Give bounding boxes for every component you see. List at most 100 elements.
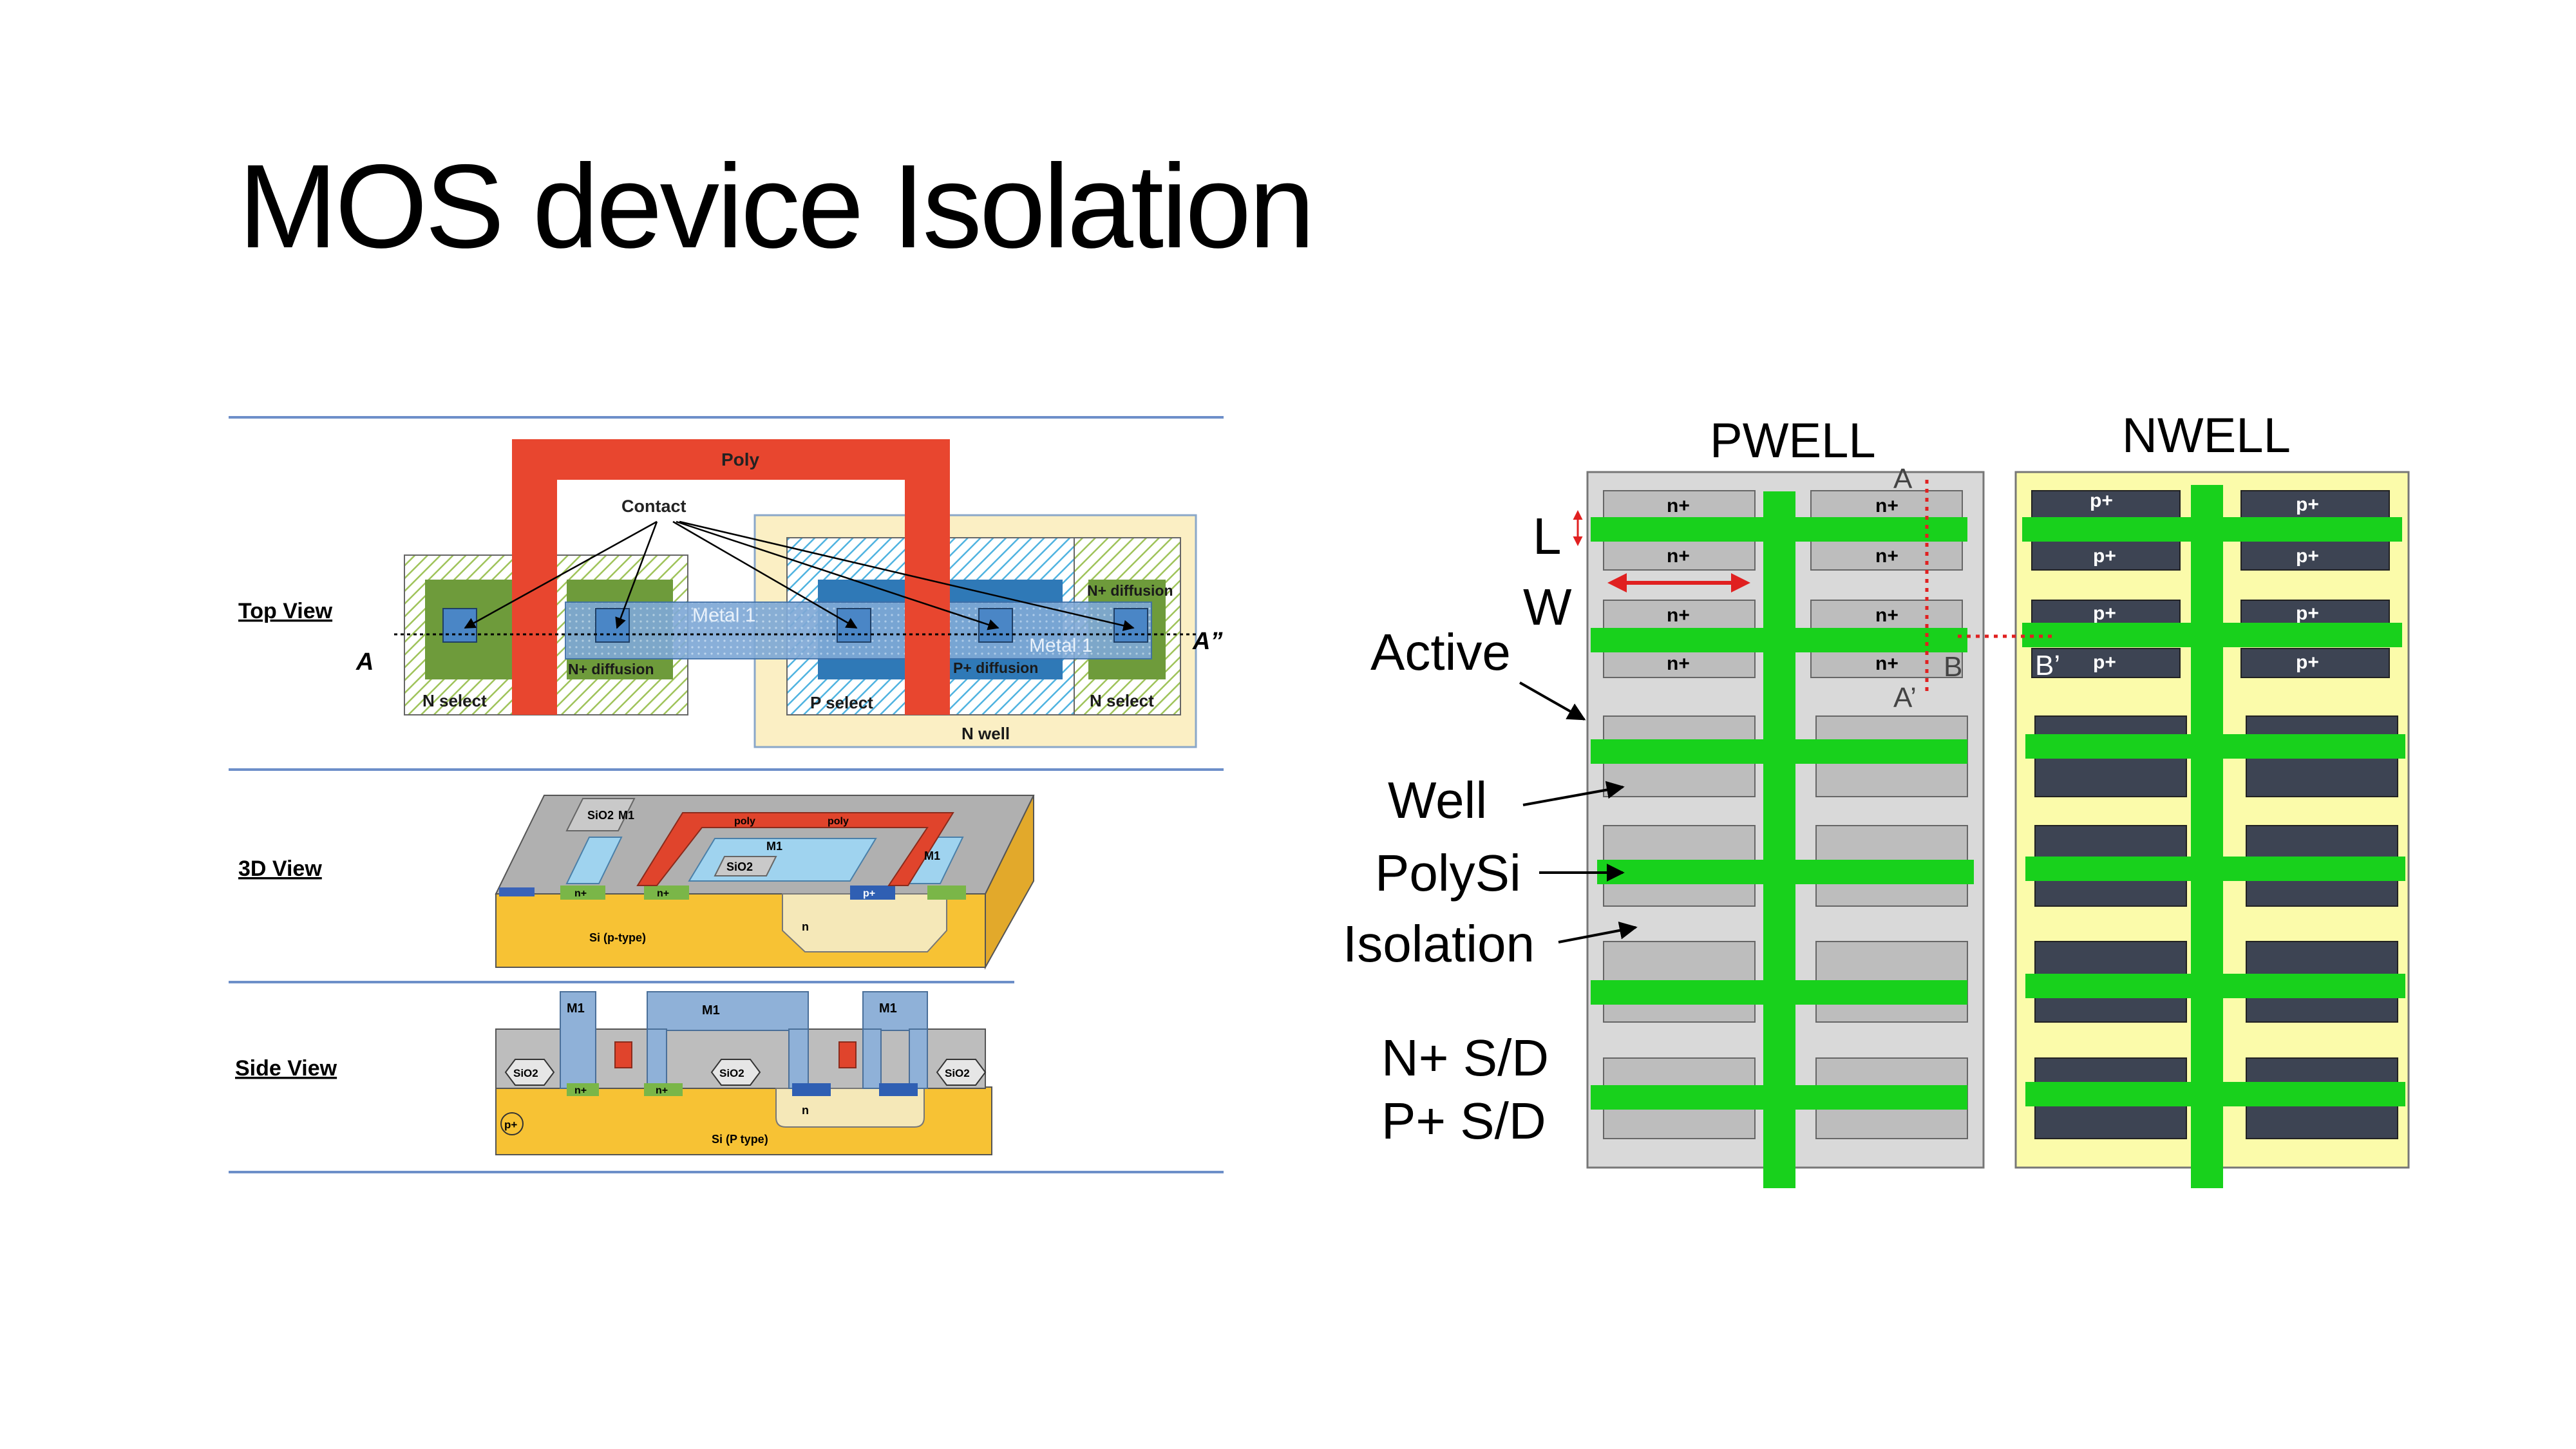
poly-label: Poly <box>721 450 760 469</box>
top-view-label: Top View <box>238 599 333 623</box>
metal1-side <box>647 1028 667 1089</box>
marker-b: B <box>1944 651 1962 683</box>
side-view: M1 M1 M1 SiO2 SiO2 SiO2 n+ n+ p+ n Si (P… <box>495 991 992 1155</box>
3d-view-label: 3D View <box>238 857 322 881</box>
poly-horizontal-line <box>1591 628 1967 652</box>
sio2-3d-label: SiO2 <box>726 860 753 873</box>
p-plus-side <box>792 1083 831 1096</box>
n-plus-label: n+ <box>1875 605 1899 626</box>
p-plus-3d-label: p+ <box>863 888 875 899</box>
p-plus-label: p+ <box>2296 494 2319 515</box>
p-plus-label: p+ <box>2296 603 2319 624</box>
m1-side-label: M1 <box>879 1001 897 1016</box>
n-plus-cell <box>1810 600 1963 630</box>
poly-horizontal-line <box>1591 1085 1967 1110</box>
n-plus-region <box>644 886 689 900</box>
marker-a-prime: A’ <box>1893 682 1917 714</box>
m1-3d-label: M1 <box>618 809 634 822</box>
metal1-side <box>788 1028 809 1089</box>
3d-view: SiO2 M1 poly poly M1 SiO2 M1 n+ n+ p+ n … <box>495 795 1035 970</box>
n-plus-cell <box>1603 540 1756 571</box>
cut-label-a: A <box>355 649 374 676</box>
metal1-side <box>862 1028 882 1089</box>
n-select-left-label: N select <box>422 691 487 710</box>
poly-horizontal-line <box>1591 980 1967 1005</box>
marker-b-prime: B’ <box>2035 650 2060 681</box>
pwell-n-plus-cells <box>1603 490 1963 678</box>
p-diffusion-label: P+ diffusion <box>953 659 1038 676</box>
pwell-heading: PWELL <box>1710 413 1876 468</box>
n-plus-3d-label: n+ <box>574 888 587 899</box>
p-select-label: P select <box>810 693 873 712</box>
pwell-n-plus-labels: n+ n+ n+ n+ n+ n+ n+ n+ <box>1667 495 1899 674</box>
poly-horizontal-line <box>2025 734 2405 759</box>
poly-side <box>838 1041 857 1068</box>
n-well-side <box>775 1088 925 1128</box>
metal1-side <box>647 991 809 1031</box>
n-plus-label: n+ <box>1667 495 1690 516</box>
p-plus-label: p+ <box>2296 652 2319 673</box>
n-sd-label: N+ S/D <box>1381 1029 1549 1086</box>
contact-arrow <box>672 520 858 629</box>
n-plus-side-label: n+ <box>656 1085 668 1096</box>
nwell-p-plus-labels: p+ p+ p+ p+ p+ p+ p+ p+ <box>2090 490 2319 673</box>
nwell-heading: NWELL <box>2122 408 2291 463</box>
poly-3d-label: poly <box>828 816 849 827</box>
n-plus-cell <box>1810 540 1963 571</box>
sio2-side-label: SiO2 <box>719 1067 744 1079</box>
poly-3d <box>636 812 954 886</box>
n-side-label: n <box>802 1104 809 1117</box>
n-plus-cell <box>1603 490 1756 520</box>
m1-side-label: M1 <box>702 1003 720 1018</box>
poly-vertical-line <box>2191 485 2223 1188</box>
p-plus-contact-side <box>500 1112 524 1135</box>
isolation-label: Isolation <box>1343 915 1535 972</box>
m1-side-label: M1 <box>567 1001 585 1016</box>
n-plus-label: n+ <box>1875 495 1899 516</box>
polysi-label: PolySi <box>1375 844 1521 902</box>
nwell-p-plus-cells <box>2031 490 2390 678</box>
well-label: Well <box>1388 772 1487 829</box>
contact-arrow <box>464 520 658 629</box>
n-plus-3d-label: n+ <box>657 888 669 899</box>
n-plus-label: n+ <box>1667 545 1690 567</box>
p-plus-label: p+ <box>2093 603 2116 624</box>
p-sd-label: P+ S/D <box>1381 1092 1546 1150</box>
marker-a: A <box>1893 463 1913 495</box>
sio2-side-label: SiO2 <box>513 1067 538 1079</box>
p-plus-label: p+ <box>2090 490 2113 511</box>
poly-vertical-line <box>1763 491 1795 1188</box>
m1-3d-label: M1 <box>766 840 782 853</box>
isolation-pointer-arrow <box>1558 921 1638 943</box>
poly-horizontal-line <box>2025 1082 2405 1106</box>
sio2-block <box>565 798 636 831</box>
metal1-side <box>862 991 928 1031</box>
poly-3d-label: poly <box>734 816 755 827</box>
p-plus-side <box>879 1083 918 1096</box>
poly-horizontal-line <box>2025 974 2405 998</box>
slide-title: MOS device Isolation <box>238 140 1315 273</box>
poly-horizontal-line <box>1597 860 1974 884</box>
n-diffusion-right-label: N+ diffusion <box>1087 582 1173 599</box>
p-plus-label: p+ <box>2093 545 2116 567</box>
n-diffusion-label: N+ diffusion <box>568 661 654 677</box>
n-plus-region <box>927 886 966 900</box>
side-view-label: Side View <box>235 1056 337 1081</box>
poly-horizontal-line <box>2022 623 2402 647</box>
w-label: W <box>1523 578 1572 636</box>
poly-horizontal-line <box>2022 517 2402 542</box>
n-plus-cell <box>1603 600 1756 630</box>
contact-arrow <box>676 520 999 630</box>
n-plus-side-label: n+ <box>574 1085 587 1096</box>
cut-label-a-double-prime: A” <box>1192 628 1222 655</box>
n-plus-region <box>560 886 605 900</box>
n-plus-label: n+ <box>1667 653 1690 674</box>
active-pointer-arrow <box>1519 681 1586 721</box>
p-plus-cell <box>2240 648 2390 678</box>
poly-gate <box>512 439 950 715</box>
p-plus-side-label: p+ <box>504 1119 517 1131</box>
sio2-3d-label: SiO2 <box>587 809 614 822</box>
n-3d-label: n <box>802 920 809 933</box>
p-plus-region <box>850 886 895 900</box>
